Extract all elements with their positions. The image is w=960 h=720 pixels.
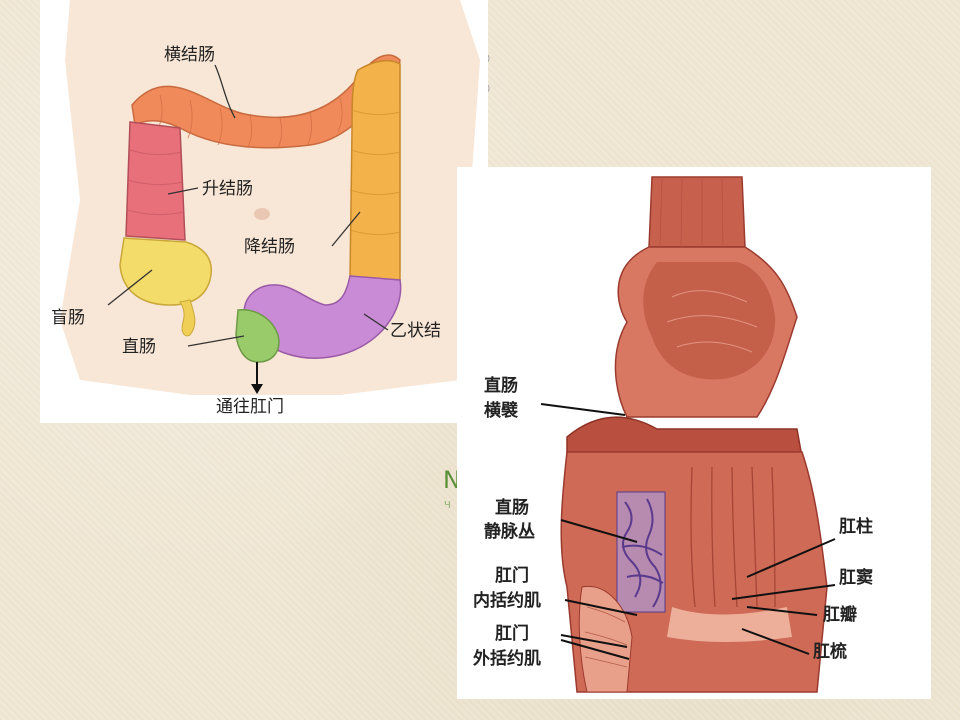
cecum-shape: [119, 237, 212, 306]
label-anal-sinus: 肛窦: [839, 568, 873, 588]
label-internal-sphincter-line1: 肛门: [495, 566, 529, 586]
rectal-transverse-fold: [566, 416, 803, 458]
leader-line-pectinate: [741, 628, 810, 655]
label-venous-plexus-line1: 直肠: [495, 498, 529, 518]
leader-line-internal-sphincter: [564, 599, 638, 616]
label-rectum: 直肠: [122, 337, 156, 357]
anal-canal-diagram-panel: 直肠 横襞 直肠 静脉丛 肛门 内括约肌 肛门 外括约肌 肛柱 肛窦 肛瓣 肛梳: [457, 167, 931, 699]
label-anal-column: 肛柱: [839, 517, 873, 537]
label-external-sphincter-line1: 肛门: [495, 624, 529, 644]
leader-line-cecum: [107, 269, 153, 306]
rectum-shape: [235, 309, 280, 363]
leader-line-anal-sinus: [731, 584, 836, 600]
leader-line-transverse: [214, 64, 236, 119]
label-pectinate-line: 肛梳: [813, 642, 847, 662]
leader-line-external-sphincter-1: [560, 634, 628, 648]
label-sigmoid-colon: 乙状结: [390, 321, 441, 341]
leader-line-descending: [331, 211, 361, 247]
label-descending-colon: 降结肠: [244, 237, 295, 257]
leader-line-external-sphincter-2: [560, 639, 630, 660]
label-transverse-colon: 横结肠: [164, 45, 215, 65]
leader-line-venous-plexus: [560, 519, 638, 543]
leader-line-ascending: [167, 187, 199, 195]
leader-line-sigmoid: [363, 313, 389, 331]
leader-line-anal-column: [746, 538, 836, 578]
appendix-shape: [179, 299, 196, 337]
navel: [254, 208, 270, 220]
upper-rectum-tube: [648, 176, 746, 248]
venous-plexus-veins: [621, 498, 664, 608]
label-rectal-fold-line1: 直肠: [484, 376, 518, 396]
label-anal-valve: 肛瓣: [823, 605, 857, 625]
label-rectal-fold-line2: 横襞: [484, 401, 518, 421]
background-text-fragment: N: [443, 466, 461, 494]
label-external-sphincter-line2: 外括约肌: [473, 649, 541, 669]
label-venous-plexus-line2: 静脉丛: [484, 522, 535, 542]
rectal-ampulla-lumen-upper: [643, 262, 776, 380]
to-anus-arrow-head: [251, 384, 263, 394]
leader-line-rectal-fold: [540, 403, 626, 416]
background-text-fragment-sub: Ч: [444, 500, 451, 511]
anal-canal-illustration: [540, 176, 836, 693]
ascending-colon-shape: [125, 121, 186, 241]
label-to-anus: 通往肛门: [216, 397, 284, 417]
pectinate-line-region: [667, 607, 792, 642]
descending-colon-shape: [349, 59, 401, 281]
leader-line-rectum: [187, 335, 245, 347]
sphincter-muscles: [578, 585, 633, 693]
label-internal-sphincter-line2: 内括约肌: [473, 591, 541, 611]
label-cecum: 盲肠: [51, 308, 85, 328]
colon-diagram-panel: 横结肠 升结肠 降结肠 盲肠 直肠 乙状结 通往肛门: [40, 0, 488, 423]
label-ascending-colon: 升结肠: [202, 179, 253, 199]
colon-illustration: [60, 0, 488, 395]
leader-line-anal-valve: [746, 606, 818, 616]
